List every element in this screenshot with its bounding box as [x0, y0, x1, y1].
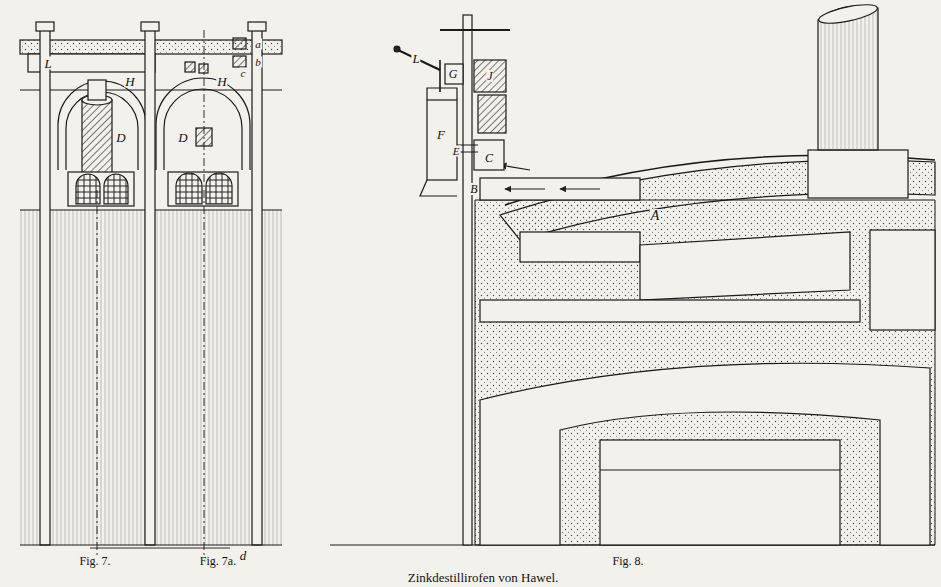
part-letter: a	[254, 39, 262, 50]
part-letter: E	[452, 146, 461, 157]
part-letter: F	[436, 128, 446, 141]
figure-label: Fig. 7.	[78, 555, 111, 567]
part-letter: C	[484, 152, 494, 164]
part-letter: d	[239, 549, 248, 562]
part-letter: H	[124, 75, 135, 88]
part-letter: L	[43, 57, 52, 70]
part-letter: D	[177, 131, 188, 144]
part-letter: D	[115, 131, 126, 144]
part-letter: J	[486, 70, 493, 82]
part-letter: c	[240, 68, 247, 79]
part-letter: B	[469, 183, 478, 195]
part-letter: L	[411, 52, 420, 65]
part-letter: H	[216, 75, 227, 88]
figure-label: Fig. 8.	[611, 555, 644, 567]
part-letter: A	[650, 209, 661, 223]
part-letter: G	[448, 68, 459, 80]
figure-label: Fig. 7a.	[199, 555, 237, 567]
figure-caption: Zinkdestillirofen von Hawel.	[407, 571, 560, 584]
part-letter: b	[254, 57, 262, 68]
